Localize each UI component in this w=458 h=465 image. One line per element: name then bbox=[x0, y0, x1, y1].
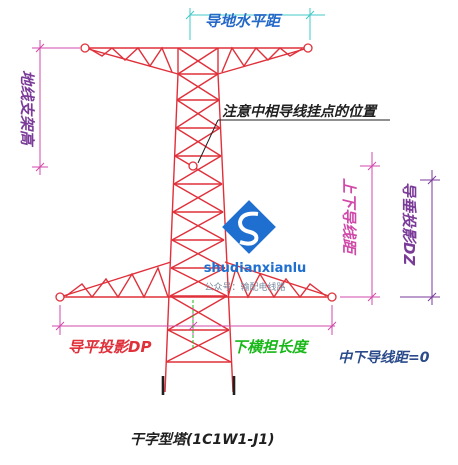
label-middle-distance: 中下导线距=0 bbox=[338, 349, 430, 366]
label-right-inner-vertical: 上下导线距 bbox=[340, 178, 358, 256]
watermark-logo: shudianxianlu 公众号：输配电线路 bbox=[204, 200, 307, 293]
label-note: 注意中相导线挂点的位置 bbox=[222, 103, 378, 120]
tower-structure bbox=[59, 46, 333, 395]
diagram-caption: 干字型塔(1C1W1-J1) bbox=[130, 431, 275, 448]
label-top-span: 导地水平距 bbox=[205, 12, 283, 30]
label-right-outer-vertical: 导垂投影DZ bbox=[400, 182, 418, 266]
conductor-point-right bbox=[327, 292, 337, 302]
watermark-account: 公众号：输配电线路 bbox=[204, 281, 285, 293]
label-lower-arm-length: 下横担长度 bbox=[232, 338, 310, 356]
attachment-points bbox=[55, 43, 337, 302]
earth-wire-point-right bbox=[303, 43, 313, 53]
conductor-point-left bbox=[55, 292, 65, 302]
dimension-lines bbox=[32, 8, 440, 350]
conductor-point-middle bbox=[188, 161, 198, 171]
label-left-vertical: 地线支架高 bbox=[18, 70, 36, 148]
earth-wire-point-left bbox=[80, 43, 90, 53]
logo-s-icon bbox=[237, 211, 259, 246]
label-horizontal-projection: 导平投影DP bbox=[68, 338, 151, 356]
watermark-brand: shudianxianlu bbox=[204, 261, 307, 276]
